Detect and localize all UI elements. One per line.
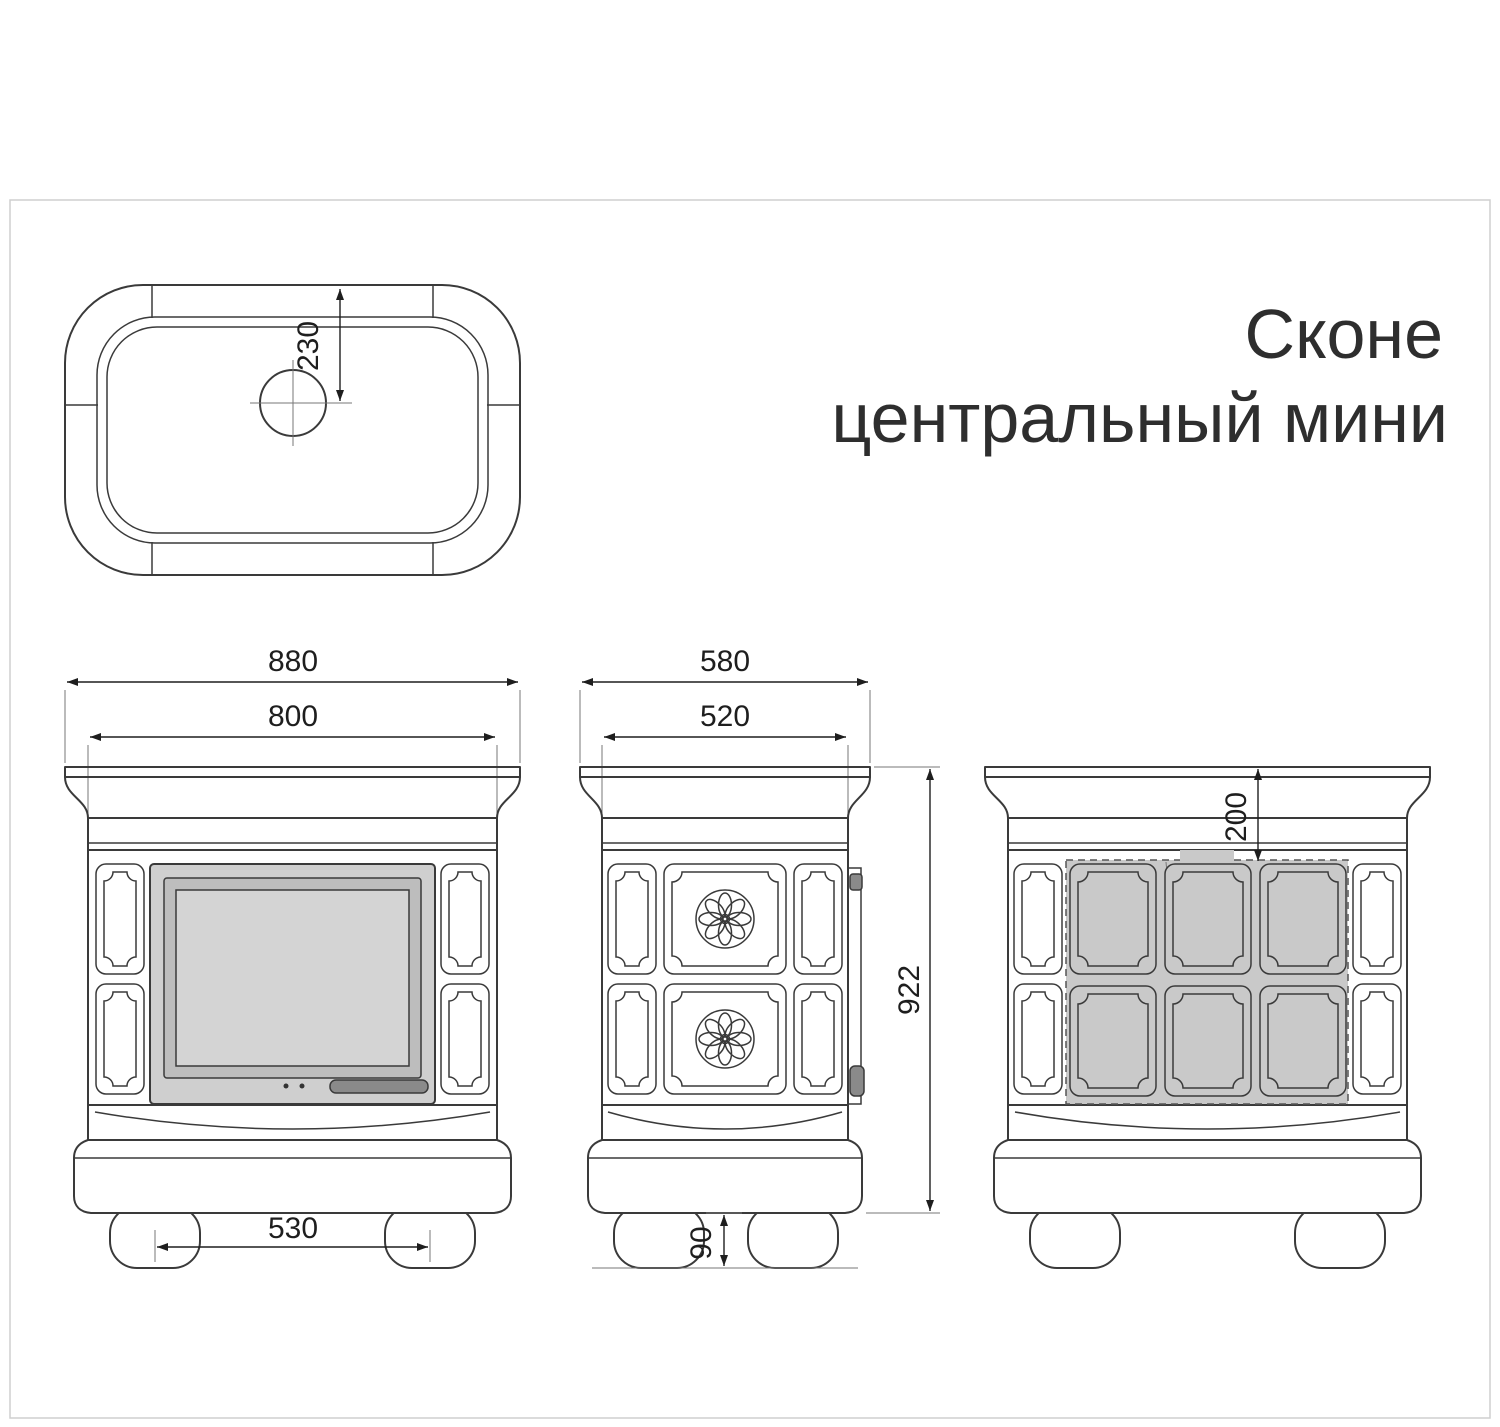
top-view-inner-outline [106,326,479,534]
back-right-foot [1294,1205,1386,1269]
side-body [601,850,865,1106]
firebox-door [149,863,436,1105]
tile [793,863,843,975]
tile [95,983,145,1095]
gray-tile [1259,863,1347,975]
gray-tile [1069,863,1157,975]
side-base [587,1139,863,1214]
door-handle [329,1079,429,1094]
dim-front-outer: 880 [64,645,521,763]
gray-tile [1164,863,1252,975]
tile [793,983,843,1095]
dim-front-inner: 800 [87,700,498,816]
title-line-2: центральный мини [831,379,1448,457]
tile [607,863,657,975]
dim-side-inner: 520 [601,700,849,816]
gray-tile [1259,985,1347,1097]
dim-label-230: 230 [292,321,325,371]
tile [440,863,490,975]
dim-foot-height: 90 [685,1212,742,1266]
door-handle-side [849,1065,865,1097]
dim-label-530: 530 [268,1212,318,1245]
dim-label-800: 800 [268,700,318,733]
dim-top-offset: 230 [292,289,344,401]
dim-side-outer: 580 [579,645,871,763]
front-view: 880 800 [64,645,521,1269]
firebox-glass [175,889,410,1067]
back-view: 200 [984,766,1431,1269]
side-apron [601,1105,849,1140]
top-view-outer-outline [64,284,521,576]
dim-back-offset: 200 [1220,769,1262,861]
dim-label-880: 880 [268,645,318,678]
tile [95,863,145,975]
top-view-rim-outline [96,316,489,544]
frame-border [9,199,1491,1419]
tile [607,983,657,1095]
page-title: Сконе центральный мини [831,295,1448,457]
front-body [87,850,498,1106]
rosette-tile [664,864,786,974]
back-left-foot [1029,1205,1121,1269]
dim-label-90: 90 [685,1226,718,1259]
flue-tab [1180,850,1234,862]
tile [440,983,490,1095]
dim-height: 922 [866,766,940,1214]
title-line-1: Сконе [1245,295,1443,373]
door-vent-dot [299,1083,305,1089]
back-base [993,1139,1422,1214]
dim-label-520: 520 [700,700,750,733]
dim-front-feet: 530 [154,1212,431,1262]
gray-tile [1069,985,1157,1097]
side-crown [579,766,871,851]
door-vent-dot [283,1083,289,1089]
back-apron [1007,1105,1408,1140]
top-view-tile-joints [66,286,519,574]
tile [1013,983,1063,1095]
front-base [73,1139,512,1214]
door-hinge [849,873,863,891]
front-crown [64,766,521,851]
back-crown [984,766,1431,851]
front-apron [87,1105,498,1140]
dim-label-922: 922 [893,965,926,1015]
tile [1352,863,1402,975]
gray-tile [1164,985,1252,1097]
door-edge [847,867,865,1105]
tile [1013,863,1063,975]
rosette-tile [664,984,786,1094]
side-right-foot [747,1205,839,1269]
back-body [1007,850,1408,1106]
tile [1352,983,1402,1095]
chimney-crosshair [250,360,352,446]
top-view: 230 [64,284,521,576]
side-view: 580 520 [579,645,940,1269]
dim-label-580: 580 [700,645,750,678]
dim-label-200: 200 [1220,792,1253,842]
